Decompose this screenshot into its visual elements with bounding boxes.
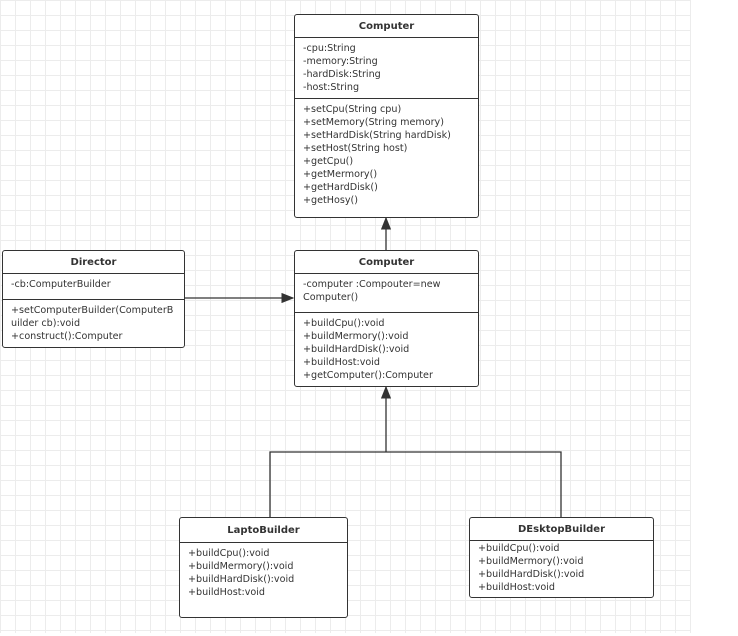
method: +buildMermory():void — [478, 556, 584, 567]
methods: +setCpu(String cpu) +setMemory(String mem… — [295, 98, 478, 211]
class-director[interactable]: Director -cb:ComputerBuilder +setCompute… — [2, 250, 185, 348]
class-computer[interactable]: Computer -cpu:String -memory:String -hardD… — [294, 14, 479, 218]
attribute: -host:String — [303, 82, 360, 93]
attribute: -cpu:String — [303, 43, 356, 54]
class-name: Computer — [295, 251, 478, 274]
method: +buildHardDisk():void — [188, 574, 295, 585]
method: +setHost(String host) — [303, 143, 408, 154]
method: +setHardDisk(String hardDisk) — [303, 130, 451, 141]
method: +buildHardDisk():void — [478, 569, 585, 580]
method: +buildMermory():void — [188, 561, 294, 572]
method: +getHosy() — [303, 195, 359, 206]
attribute: -memory:String — [303, 56, 378, 67]
inheritance-branches[interactable] — [269, 451, 562, 517]
method: +buildHardDisk():void — [303, 344, 410, 355]
attributes: -computer :Compouter=new Computer() — [295, 274, 478, 312]
methods: +buildCpu():void +buildMermory():void +bui… — [470, 541, 653, 598]
method: +getComputer():Computer — [303, 370, 433, 381]
method: +buildCpu():void — [303, 318, 385, 329]
method: +buildCpu():void — [188, 548, 270, 559]
class-computer-builder[interactable]: Computer -computer :Compouter=new Comput… — [294, 250, 479, 387]
method: +buildHost:void — [478, 582, 556, 593]
method: +buildCpu():void — [478, 543, 560, 554]
method: +getHardDisk() — [303, 182, 378, 193]
methods: +setComputerBuilder(ComputerB uilder cb)… — [3, 299, 184, 347]
method: +buildHost:void — [303, 357, 381, 368]
methods: +buildCpu():void +buildMermory():void +bui… — [180, 543, 347, 603]
class-lapto-builder[interactable]: LaptoBuilder +buildCpu():void +buildMermo… — [179, 517, 348, 618]
attributes: -cb:ComputerBuilder — [3, 274, 184, 299]
method: +getCpu() — [303, 156, 354, 167]
class-name: Computer — [295, 15, 478, 38]
method: +buildMermory():void — [303, 331, 409, 342]
method: +buildHost:void — [188, 587, 266, 598]
class-name: DEsktopBuilder — [470, 518, 653, 541]
class-name: LaptoBuilder — [180, 518, 347, 543]
attribute: -hardDisk:String — [303, 69, 381, 80]
class-desktop-builder[interactable]: DEsktopBuilder +buildCpu():void +buildMer… — [469, 517, 654, 598]
method: +getMermory() — [303, 169, 378, 180]
method: +setMemory(String memory) — [303, 117, 444, 128]
method: +setCpu(String cpu) — [303, 104, 402, 115]
method: +setComputerBuilder(ComputerB uilder cb)… — [11, 305, 177, 329]
class-name: Director — [3, 251, 184, 274]
attribute: -computer :Compouter=new Computer() — [303, 279, 444, 303]
method: +construct():Computer — [11, 331, 123, 342]
attributes: -cpu:String -memory:String -hardDisk:Strin… — [295, 38, 478, 98]
attribute: -cb:ComputerBuilder — [11, 279, 111, 290]
methods: +buildCpu():void +buildMermory():void +bui… — [295, 312, 478, 386]
